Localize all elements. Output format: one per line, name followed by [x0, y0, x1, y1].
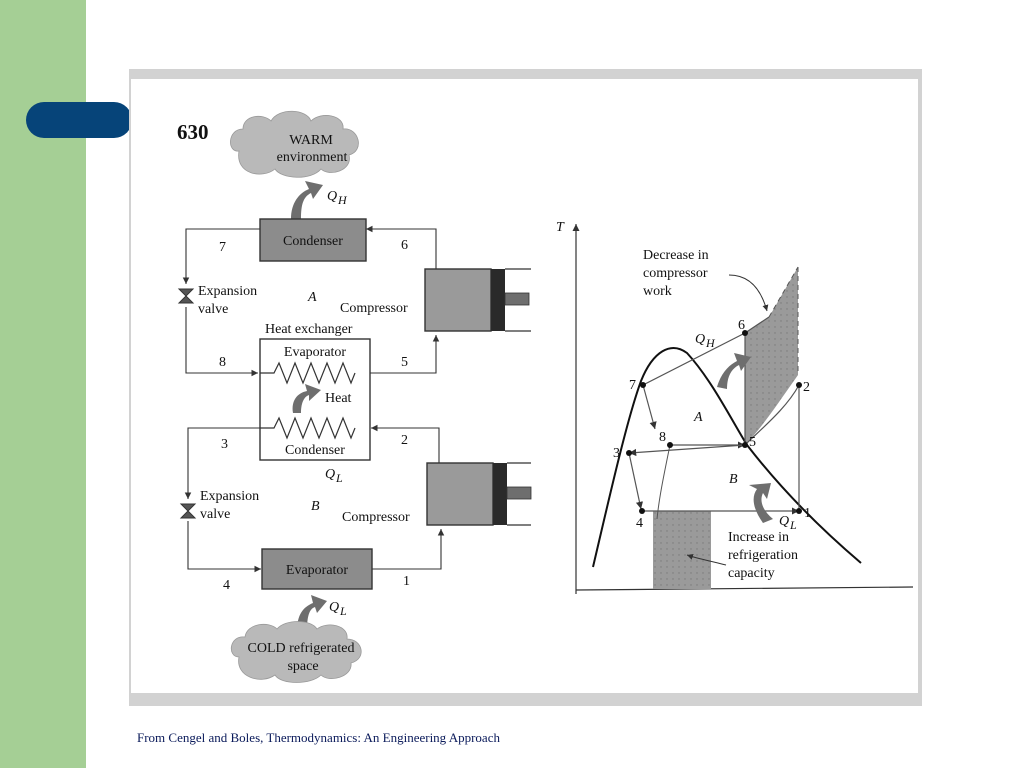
ts-cycle-a-label: A: [693, 410, 703, 425]
ts-y-axis-label: T: [556, 220, 565, 235]
expansion-a-line2: valve: [198, 302, 228, 317]
compressor-work-area: [745, 267, 798, 445]
figure-caption: From Cengel and Boles, Thermodynamics: A…: [137, 730, 500, 745]
cycle-b-label: B: [311, 499, 320, 514]
cold-cloud-line1: COLD refrigerated: [248, 641, 355, 656]
condenser-a-label: Condenser: [283, 234, 343, 249]
state-point-5: 5: [401, 355, 408, 370]
compressor-b-rod: [506, 486, 532, 500]
heat-exchanger-title: Heat exchanger: [265, 322, 353, 337]
ts-point-7: 7: [629, 378, 636, 393]
capacity-gain-area: [653, 511, 711, 589]
compressor-b-label: Compressor: [342, 510, 410, 525]
evaporator-b: [261, 548, 373, 590]
ts-point-4: 4: [636, 516, 643, 531]
warm-cloud-line1: WARM: [289, 133, 333, 148]
ts-point-3: 3: [613, 446, 620, 461]
annot-capacity-line2: refrigeration: [728, 548, 798, 563]
condenser-a: [259, 218, 367, 262]
state-point-2: 2: [401, 433, 408, 448]
figure-number: 630: [177, 120, 209, 144]
figure-frame: 630 WARM environment Q H Condenser Compr…: [129, 69, 922, 706]
state-point-7: 7: [219, 240, 226, 255]
state-point-3: 3: [221, 437, 228, 452]
qh-heat-arrow: [291, 181, 323, 219]
qh-label-top-sub: H: [337, 193, 348, 207]
compressor-a-body: [424, 268, 492, 332]
compressor-a-piston: [491, 269, 505, 331]
ts-qh-arrow: [717, 353, 751, 389]
evaporator-b-label: Evaporator: [286, 563, 349, 578]
saturation-dome: [592, 347, 862, 568]
compressor-b-piston: [493, 463, 507, 525]
ql-bottom-label: Q: [329, 600, 339, 615]
figure-panel: 630 WARM environment Q H Condenser Compr…: [131, 79, 918, 693]
title-tab-marker: [26, 102, 132, 138]
state-point-4: 4: [223, 578, 230, 593]
ts-point-6: 6: [738, 318, 745, 333]
ts-point-8: 8: [659, 430, 666, 445]
state-point-1: 1: [403, 574, 410, 589]
compressor-a-rod: [504, 292, 530, 306]
ts-point-5: 5: [749, 435, 756, 450]
cold-cloud-line2: space: [287, 659, 318, 674]
qh-label-top: Q: [327, 189, 337, 204]
annot-capacity-line3: capacity: [728, 566, 775, 581]
he-heat-label: Heat: [325, 391, 352, 406]
state-point-8: 8: [219, 355, 226, 370]
annot-compressor-line2: compressor: [643, 266, 708, 281]
ql-middle-label: Q: [325, 467, 335, 482]
annot-compressor-line1: Decrease in: [643, 248, 709, 263]
heat-exchanger-box: [259, 338, 371, 461]
warm-cloud-line2: environment: [277, 150, 348, 165]
expansion-valve-a: [177, 288, 195, 304]
cascade-refrigeration-diagram: 630 WARM environment Q H Condenser Compr…: [177, 110, 914, 683]
he-evaporator-label: Evaporator: [284, 345, 347, 360]
ts-qh-label: Q: [695, 332, 705, 347]
he-condenser-label: Condenser: [285, 443, 345, 458]
ts-diagram: T: [556, 220, 914, 594]
compressor-a-label: Compressor: [340, 301, 408, 316]
ts-ql-arrow: [749, 483, 773, 523]
ql-bottom-label-sub: L: [339, 604, 347, 618]
state-point-6: 6: [401, 238, 408, 253]
expansion-a-line1: Expansion: [198, 284, 257, 299]
compressor-b-body: [426, 462, 494, 526]
ts-point-1: 1: [804, 506, 811, 521]
ts-qh-label-sub: H: [705, 336, 716, 350]
expansion-b-line1: Expansion: [200, 489, 259, 504]
annot-capacity-line1: Increase in: [728, 530, 789, 545]
evaporator-coil: [260, 361, 356, 385]
ts-ql-label: Q: [779, 514, 789, 529]
ts-x-axis: [575, 586, 914, 591]
ts-point-2: 2: [803, 380, 810, 395]
ts-ql-label-sub: L: [789, 518, 797, 532]
cycle-a-label: A: [307, 290, 317, 305]
expansion-b-line2: valve: [200, 507, 230, 522]
annot-compressor-line3: work: [643, 284, 672, 299]
condenser-coil: [260, 416, 356, 440]
warm-cloud: [230, 110, 359, 178]
cold-cloud: [231, 621, 362, 683]
ql-middle-label-sub: L: [335, 471, 343, 485]
he-heat-arrow: [292, 384, 321, 413]
expansion-valve-b: [179, 503, 197, 519]
ts-cycle-b-label: B: [729, 472, 738, 487]
